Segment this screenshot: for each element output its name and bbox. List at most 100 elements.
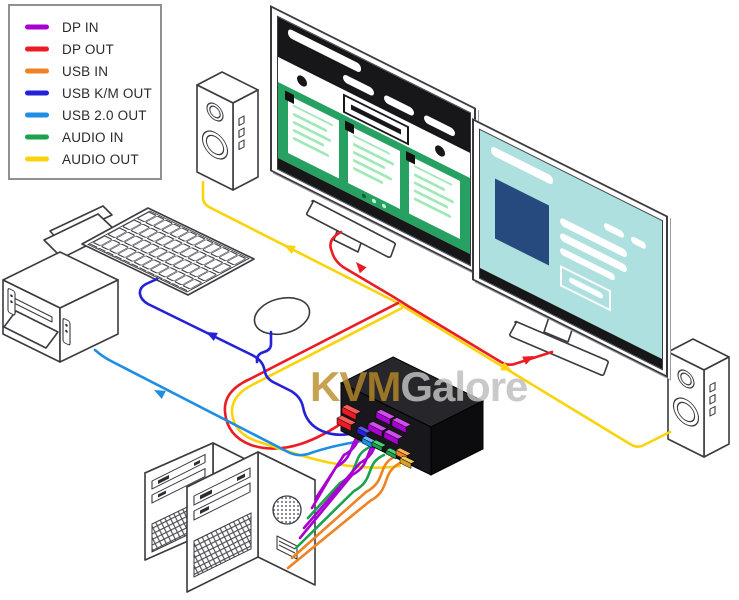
right-speaker-tweeter-inner <box>680 372 692 386</box>
left-speaker-port1 <box>238 115 245 127</box>
legend-label-dp-in: DP IN <box>62 19 99 35</box>
back-tower-bay2-slot <box>158 490 166 498</box>
back-tower-bay1-slot <box>158 475 169 485</box>
right-speaker-woofer-inner <box>676 401 696 423</box>
legend-row-audio-in: AUDIO IN <box>10 126 160 148</box>
kvm-connectors <box>336 404 416 469</box>
left-speaker-tweeter-inner <box>209 105 221 119</box>
legend-swatch-usb-km-out <box>25 90 49 96</box>
legend-swatch-audio-in <box>25 134 49 140</box>
watermark-galore: Galore <box>400 363 528 410</box>
card3-corner-square <box>405 150 415 165</box>
audio-in-connector-1 <box>371 439 387 452</box>
left-screen-dot-left <box>297 73 308 89</box>
cable-usb-in-1 <box>290 454 398 560</box>
left-speaker <box>196 71 259 191</box>
legend-swatch-dp-in <box>25 24 49 30</box>
back-tower-bay2 <box>151 467 206 504</box>
legend-row-usb-km-out: USB K/M OUT <box>10 82 160 104</box>
right-screen-small-bar-2 <box>631 235 646 250</box>
keyboard <box>81 207 255 296</box>
printer-button-dot2 <box>10 300 13 304</box>
dp-in-connector-3 <box>367 421 388 438</box>
arrow-usb-20-to-printer <box>154 390 166 399</box>
left-screen-footer-dot3 <box>381 203 386 210</box>
left-speaker-woofer-inner <box>205 134 225 156</box>
cable-audio-in-1 <box>306 445 372 520</box>
dp-in-connector-1 <box>375 409 396 426</box>
legend-label-audio-out: AUDIO OUT <box>62 151 139 167</box>
legend-swatch-dp-out <box>25 46 49 52</box>
legend: DP IN DP OUT USB IN USB K/M OUT USB 2.0 … <box>8 4 162 180</box>
legend-row-audio-out: AUDIO OUT <box>10 148 160 170</box>
back-tower-bay1-button <box>194 460 200 467</box>
cable-arrows <box>154 245 534 399</box>
legend-label-dp-out: DP OUT <box>62 41 114 57</box>
printer-button-dot3 <box>65 323 68 327</box>
usb-in-connector-2 <box>399 455 416 469</box>
legend-row-usb-20-out: USB 2.0 OUT <box>10 104 160 126</box>
front-tower-bay1-button <box>237 473 245 482</box>
front-tower-bay2-slot <box>200 506 209 515</box>
legend-swatch-usb-in <box>25 68 49 74</box>
right-speaker <box>667 338 730 458</box>
keyboard-keys <box>87 210 250 293</box>
mouse-body <box>253 296 311 336</box>
arrow-dp-out-to-left-monitor <box>356 262 367 274</box>
cable-dp-out-kvm <box>223 301 400 450</box>
printer-button-dot4 <box>65 329 68 333</box>
legend-label-usb-in: USB IN <box>62 63 109 79</box>
right-speaker-port3 <box>709 405 716 417</box>
cable-dp-out-monitors <box>329 230 554 366</box>
printer <box>2 205 119 363</box>
right-speaker-port1 <box>709 381 716 393</box>
legend-swatch-audio-out <box>25 156 49 162</box>
legend-row-usb-in: USB IN <box>10 60 160 82</box>
right-stand-base <box>508 320 610 376</box>
kvm-right-face <box>430 400 484 476</box>
front-tower-bay2 <box>193 482 251 521</box>
legend-row-dp-out: DP OUT <box>10 38 160 60</box>
cable-usb-in-2 <box>286 461 402 570</box>
cable-usb-20-out <box>93 348 364 457</box>
card1-corner-square <box>284 90 294 104</box>
front-tower-small-vent-lines <box>278 540 296 554</box>
dp-out-connector-1 <box>341 404 362 421</box>
arrow-audio-out-to-left-speaker <box>284 245 296 254</box>
front-tower-fan-grille <box>272 495 302 525</box>
card2-corner-square <box>345 120 355 134</box>
left-screen-dot-right <box>435 144 446 160</box>
left-screen-footer-dot1 <box>362 193 367 200</box>
legend-label-audio-in: AUDIO IN <box>62 129 124 145</box>
dp-out-connector-2 <box>336 415 357 432</box>
cable-usb-km-mouse-branch <box>255 330 273 364</box>
printer-output-tray <box>3 310 59 349</box>
legend-swatch-usb-20-out <box>25 112 49 118</box>
watermark-kvm: KVM <box>310 363 401 410</box>
right-speaker-side <box>703 356 730 458</box>
left-monitor-stand <box>305 199 397 258</box>
arrow-usb-km-to-keyboard <box>206 332 218 341</box>
left-speaker-port2 <box>238 127 245 139</box>
printer-button-dot1 <box>10 294 13 298</box>
mouse <box>253 296 311 336</box>
arrow-audio-out-to-right-speaker <box>500 362 512 371</box>
arrow-dp-out-to-right-monitor <box>522 356 534 365</box>
front-tower-bay1-slot <box>200 489 212 500</box>
kvm-switch <box>336 356 485 476</box>
card2-line <box>353 166 384 185</box>
left-speaker-side <box>232 89 259 191</box>
front-tower-bay1 <box>193 467 251 506</box>
legend-label-usb-20-out: USB 2.0 OUT <box>62 107 147 123</box>
right-screen-small-bar-1 <box>603 221 624 239</box>
left-speaker-port3 <box>238 139 245 151</box>
left-screen-footer-dot2 <box>372 198 377 205</box>
dp-in-connector-2 <box>391 417 412 434</box>
right-speaker-port2 <box>709 393 716 405</box>
left-stand-base <box>305 199 397 258</box>
dp-in-connector-4 <box>383 429 404 446</box>
right-screen-image-block <box>494 178 550 266</box>
cable-audio-in-2 <box>294 453 386 550</box>
